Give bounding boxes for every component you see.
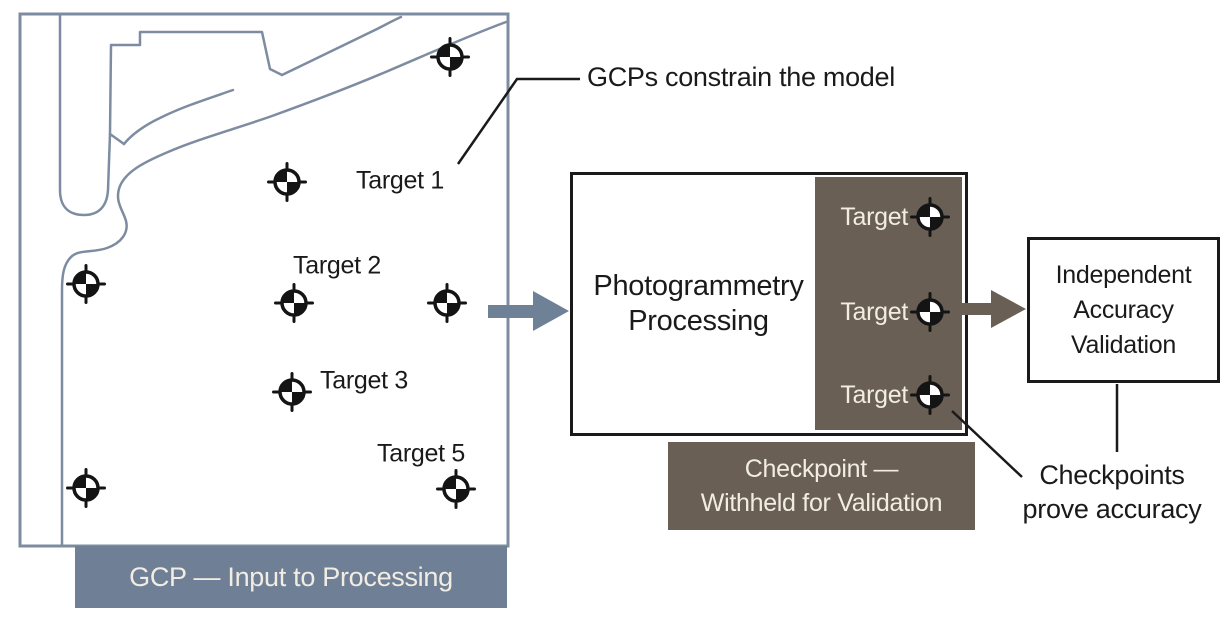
map-road-culdesac-and-building: [58, 12, 284, 217]
validation-line2: Accuracy: [1073, 295, 1174, 324]
checkpoint-row: Target: [815, 197, 962, 237]
checkpoint-target-icon: [910, 292, 950, 332]
processing-title-line2: Processing: [628, 305, 769, 337]
gcp-target-icon: [66, 264, 106, 304]
processing-title-line1: Photogrammetry: [593, 270, 804, 302]
processing-to-validation-arrow: [962, 290, 1026, 328]
gcp-target-icon: [267, 162, 307, 202]
map-building-corner-chamfer: [108, 132, 126, 146]
target-label-3: Target 3: [320, 366, 408, 395]
map-to-processing-arrow: [488, 291, 569, 331]
checkpoint-caption-bar: Checkpoint — Withheld for Validation: [668, 442, 975, 530]
gcp-target-icon: [430, 37, 470, 77]
checkpoint-row-label: Target: [840, 297, 908, 326]
checkpoint-annotation-line2: prove accuracy: [1022, 494, 1202, 524]
target-label-2: Target 2: [293, 251, 381, 280]
checkpoint-caption-line1: Checkpoint —: [744, 455, 899, 483]
checkpoint-caption-line2: Withheld for Validation: [700, 489, 943, 517]
checkpoint-annotation-text: Checkpoints prove accuracy: [1023, 458, 1202, 526]
target-label-1: Target 1: [356, 166, 444, 195]
validation-line3: Validation: [1071, 330, 1176, 359]
checkpoint-row: Target: [815, 292, 962, 332]
checkpoint-annotation-line1: Checkpoints: [1039, 460, 1185, 490]
map-road-edge-upper: [280, 15, 403, 77]
processing-title: Photogrammetry Processing: [581, 175, 816, 433]
gcp-target-icon: [272, 372, 312, 412]
map-road-edge-stub: [122, 88, 235, 146]
gcp-target-icon: [427, 283, 467, 323]
checkpoint-row: Target: [815, 375, 962, 415]
gcp-annotation-text: GCPs constrain the model: [587, 62, 895, 92]
independent-accuracy-validation-box: Independent Accuracy Validation: [1027, 237, 1220, 383]
checkpoint-panel: Target Target Target: [815, 177, 962, 430]
checkpoint-row-label: Target: [840, 202, 908, 231]
target-label-5: Target 5: [377, 439, 465, 468]
checkpoint-row-label: Target: [840, 380, 908, 409]
validation-line1: Independent: [1055, 260, 1192, 289]
gcp-caption-bar: GCP — Input to Processing: [75, 546, 507, 608]
gcp-target-icon: [436, 469, 476, 509]
checkpoint-target-icon: [910, 375, 950, 415]
gcp-target-icon: [274, 283, 314, 323]
gcp-target-icon: [66, 468, 106, 508]
gcp-leader-line: [456, 77, 580, 165]
checkpoint-target-icon: [910, 197, 950, 237]
